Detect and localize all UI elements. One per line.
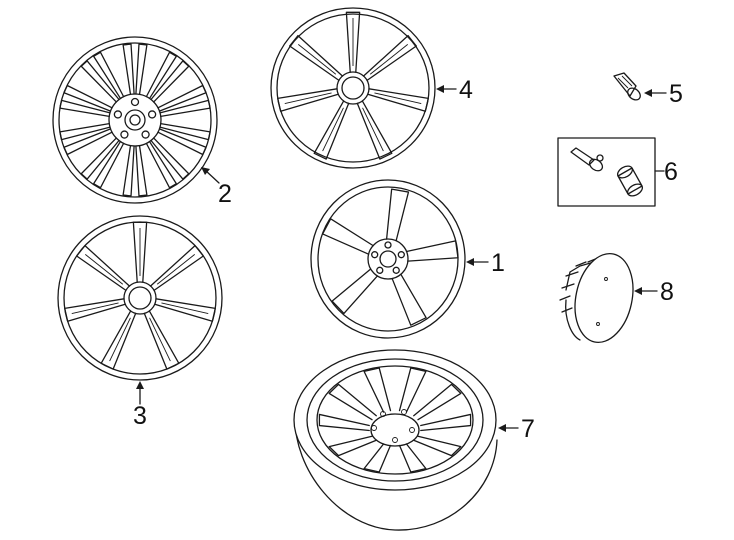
wheel-part-4 bbox=[270, 7, 436, 169]
callout-labels: 1 2 3 4 5 6 7 8 bbox=[133, 76, 683, 443]
callout-1: 1 bbox=[491, 249, 505, 277]
callout-2: 2 bbox=[218, 180, 232, 208]
callout-8: 8 bbox=[660, 278, 674, 306]
callout-6: 6 bbox=[664, 158, 678, 186]
center-cap-part-8 bbox=[559, 252, 634, 344]
callout-3: 3 bbox=[133, 402, 147, 430]
valve-kit-part-6 bbox=[557, 137, 656, 207]
leader-lines bbox=[136, 85, 667, 432]
callout-7: 7 bbox=[521, 415, 535, 443]
callout-4: 4 bbox=[459, 76, 473, 104]
wheel-part-2 bbox=[52, 36, 218, 204]
valve-stem-part-5 bbox=[613, 72, 641, 101]
wheel-part-3 bbox=[57, 215, 223, 381]
callout-5: 5 bbox=[669, 80, 683, 108]
spare-tire-part-7 bbox=[293, 349, 498, 531]
wheel-part-1 bbox=[310, 179, 466, 339]
